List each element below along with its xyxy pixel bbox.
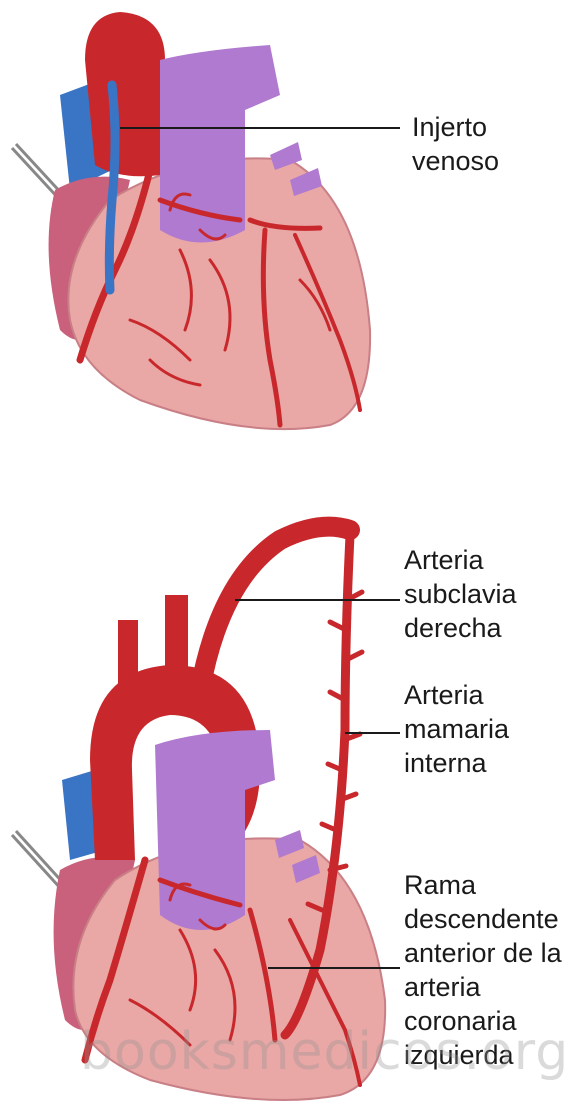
label-subclavian-line-3: derecha <box>404 611 517 645</box>
heart-mammary-graft <box>12 527 400 1100</box>
label-lad-line-4: arteria <box>404 970 562 1004</box>
label-vein-graft: Injerto venoso <box>412 110 499 178</box>
label-lad-line-2: descendente <box>404 902 562 936</box>
label-vein-graft-line-1: Injerto <box>412 110 499 144</box>
label-subclavian: Arteria subclavia derecha <box>404 543 517 645</box>
aorta-top <box>85 12 165 176</box>
label-vein-graft-line-2: venoso <box>412 144 499 178</box>
label-subclavian-line-2: subclavia <box>404 577 517 611</box>
label-lad-line-1: Rama <box>404 868 562 902</box>
label-mammary-line-3: interna <box>404 746 509 780</box>
label-mammary-line-1: Arteria <box>404 678 509 712</box>
label-lad-line-3: anterior de la <box>404 936 562 970</box>
label-mammary: Arteria mamaria interna <box>404 678 509 780</box>
label-subclavian-line-1: Arteria <box>404 543 517 577</box>
subclavian-artery <box>200 527 350 690</box>
label-mammary-line-2: mamaria <box>404 712 509 746</box>
heart-vein-graft <box>12 12 400 429</box>
watermark: booksmedicos.org <box>80 1022 569 1082</box>
